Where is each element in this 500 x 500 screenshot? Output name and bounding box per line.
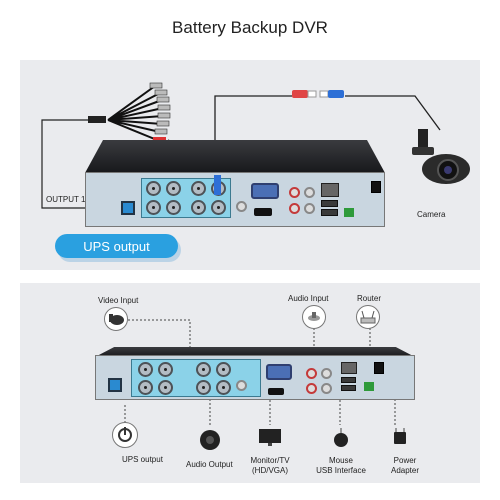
dc-output-port: [121, 201, 135, 215]
power-adapter-icon: [390, 428, 412, 448]
dvr-rear-panel-bottom: [95, 355, 415, 400]
router-icon: [356, 305, 380, 329]
dvr-rear-panel: [85, 172, 385, 227]
ups-output-button[interactable]: UPS output: [55, 234, 178, 258]
router-label: Router: [357, 294, 382, 303]
vga-port: [251, 183, 279, 199]
ups-output-label: UPS output: [122, 455, 163, 464]
camera-icon: [408, 125, 473, 185]
ethernet-port: [321, 183, 339, 197]
ups-icon: [112, 422, 138, 448]
audio-output-label: Audio Output: [186, 460, 233, 469]
audio-input-label: Audio Input: [288, 294, 329, 303]
page-title: Battery Backup DVR: [172, 18, 328, 37]
camera-label: Camera: [417, 210, 446, 219]
power-label: Power Adapter: [390, 456, 420, 475]
bnc-cable-icon: [88, 82, 171, 143]
mouse-icon: [330, 428, 352, 448]
hdmi-port: [254, 208, 272, 216]
microphone-icon: [302, 305, 326, 329]
mouse-label: Mouse USB Interface: [316, 456, 366, 475]
video-input-icon: [104, 307, 128, 331]
monitor-label: Monitor/TV (HD/VGA): [250, 456, 290, 475]
output-12v-label: OUTPUT 12V: [46, 195, 96, 204]
speaker-icon: [198, 428, 222, 452]
video-input-label: Video Input: [98, 296, 139, 305]
dvr-top-cover: [85, 140, 385, 173]
monitor-icon: [258, 428, 282, 448]
